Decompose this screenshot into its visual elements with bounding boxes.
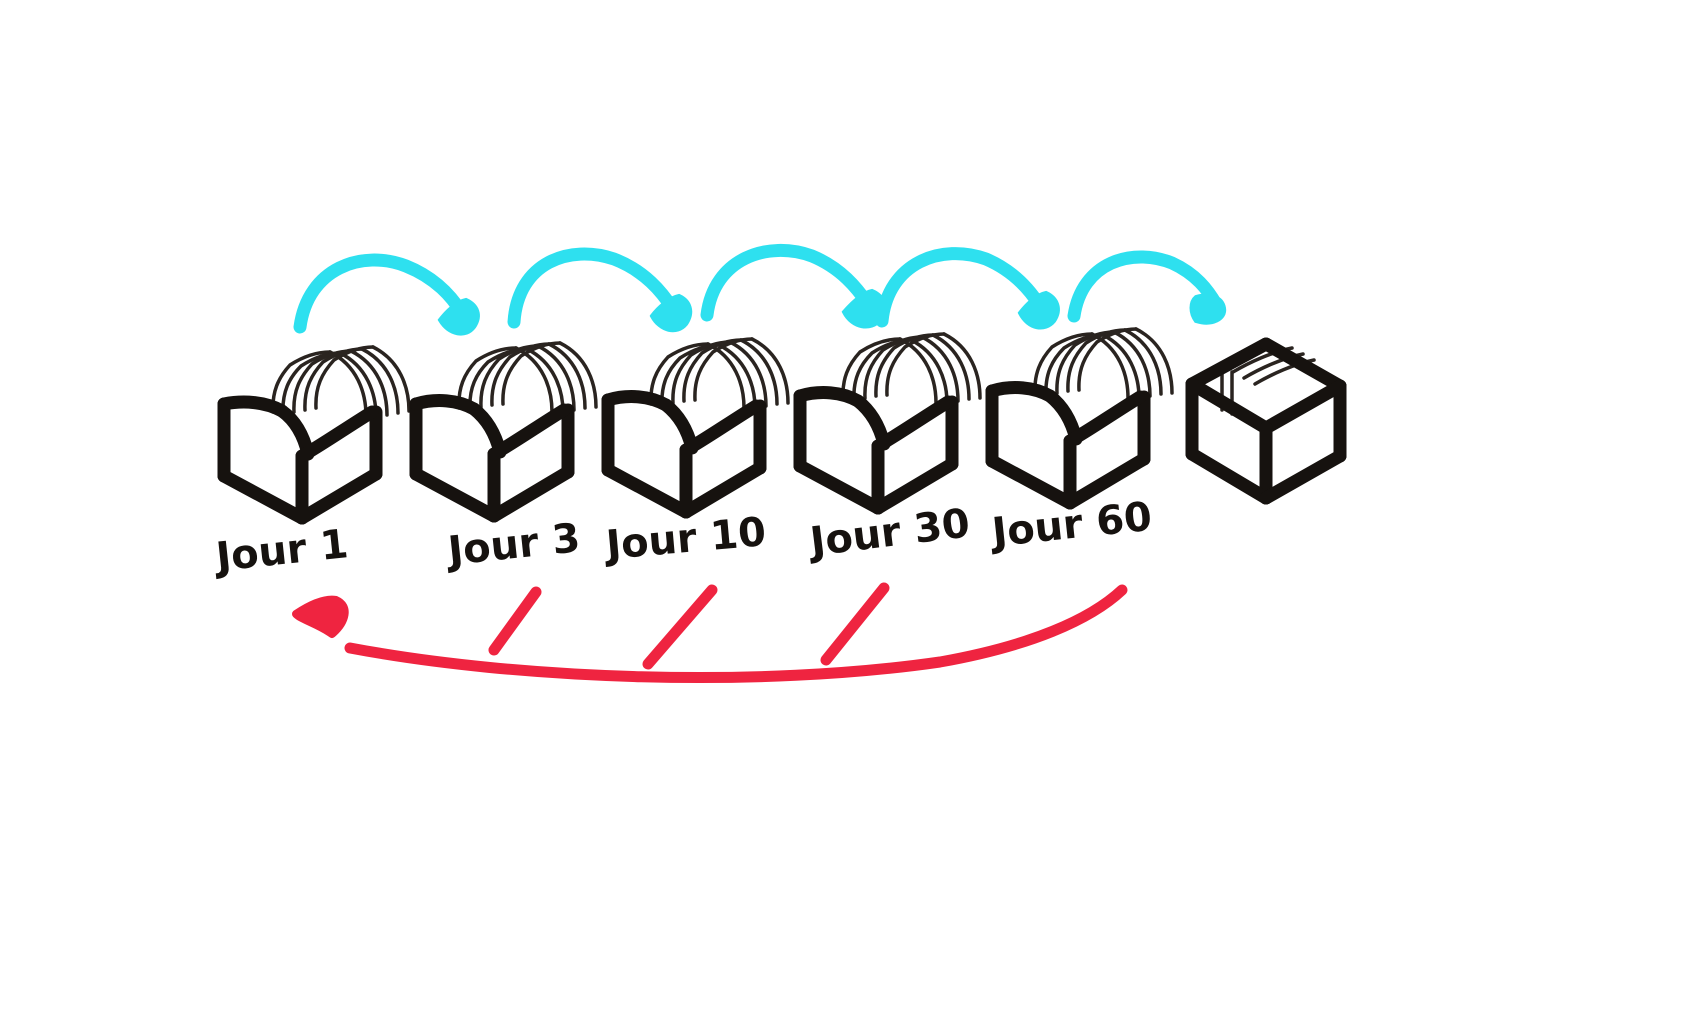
box-3-jour-10[interactable] [601,337,790,519]
forward-arrow-3 [700,243,887,329]
box-3-body [601,390,767,519]
return-arrow-head [292,595,349,638]
forward-arrow-4 [875,247,1060,330]
return-arrow-curve [344,584,1128,684]
box-1-jour-1[interactable] [217,345,411,525]
return-arrow-group [292,582,1128,684]
box-6-body [1185,337,1347,505]
return-branch-jour30 [820,582,890,666]
cards-stack-4 [841,332,982,405]
box-1-body [217,395,383,525]
cards-stack-5 [1033,327,1174,400]
box-5-jour-60[interactable] [985,327,1174,510]
return-branch-jour3 [488,586,542,656]
return-branch-jour10 [642,584,718,670]
cards-stack-2 [457,341,598,414]
forward-arrow-5 [1067,250,1227,325]
box-4-jour-30[interactable] [793,332,982,515]
cards-stack-3 [649,337,790,410]
box-4-body [793,386,959,515]
box-2-body [409,394,575,523]
box-6-archive-cube[interactable] [1185,337,1347,505]
box-2-jour-3[interactable] [409,341,598,523]
forward-arrows-group [293,243,1227,336]
cards-stack-1 [271,345,411,418]
forward-arrow-1 [293,253,480,336]
box-5-body [985,381,1151,510]
forward-arrow-2 [507,247,693,333]
